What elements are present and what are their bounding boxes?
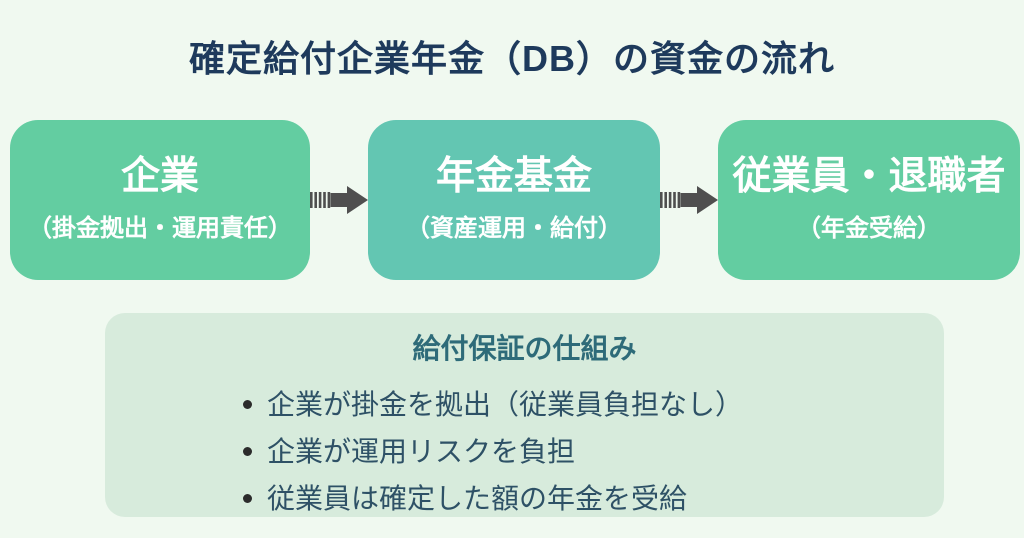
- flow-box-pension-fund-sublabel: （資産運用・給付）: [406, 215, 622, 243]
- striped-right-arrow-icon: [660, 184, 718, 216]
- benefit-guarantee-list: 企業が掛金を拠出（従業員負担なし） 企業が運用リスクを負担 従業員は確定した額の…: [105, 381, 944, 522]
- flow-box-company-label: 企業: [120, 155, 199, 199]
- flow-box-pension-fund: 年金基金 （資産運用・給付）: [368, 120, 660, 280]
- flow-box-employees-retirees-label: 従業員・退職者: [732, 155, 1006, 199]
- flow-box-employees-retirees: 従業員・退職者 （年金受給）: [718, 120, 1020, 280]
- flow-arrow-2: [660, 184, 718, 216]
- flow-box-company-sublabel: （掛金拠出・運用責任）: [28, 215, 292, 243]
- flow-box-employees-retirees-sublabel: （年金受給）: [797, 215, 941, 243]
- list-item: 従業員は確定した額の年金を受給: [237, 475, 944, 522]
- flow-box-company: 企業 （掛金拠出・運用責任）: [10, 120, 310, 280]
- page-title: 確定給付企業年金（DB）の資金の流れ: [189, 38, 835, 79]
- flow-arrow-1: [310, 184, 368, 216]
- benefit-guarantee-card-title: 給付保証の仕組み: [412, 333, 637, 364]
- list-item: 企業が運用リスクを負担: [237, 428, 944, 475]
- benefit-guarantee-card: 給付保証の仕組み 企業が掛金を拠出（従業員負担なし） 企業が運用リスクを負担 従…: [105, 313, 944, 517]
- flow-box-pension-fund-label: 年金基金: [435, 155, 592, 199]
- striped-right-arrow-icon: [310, 184, 368, 216]
- list-item: 企業が掛金を拠出（従業員負担なし）: [237, 381, 944, 428]
- fund-flow-diagram: 企業 （掛金拠出・運用責任） 年金基金 （資産運用・給付）: [10, 120, 1020, 280]
